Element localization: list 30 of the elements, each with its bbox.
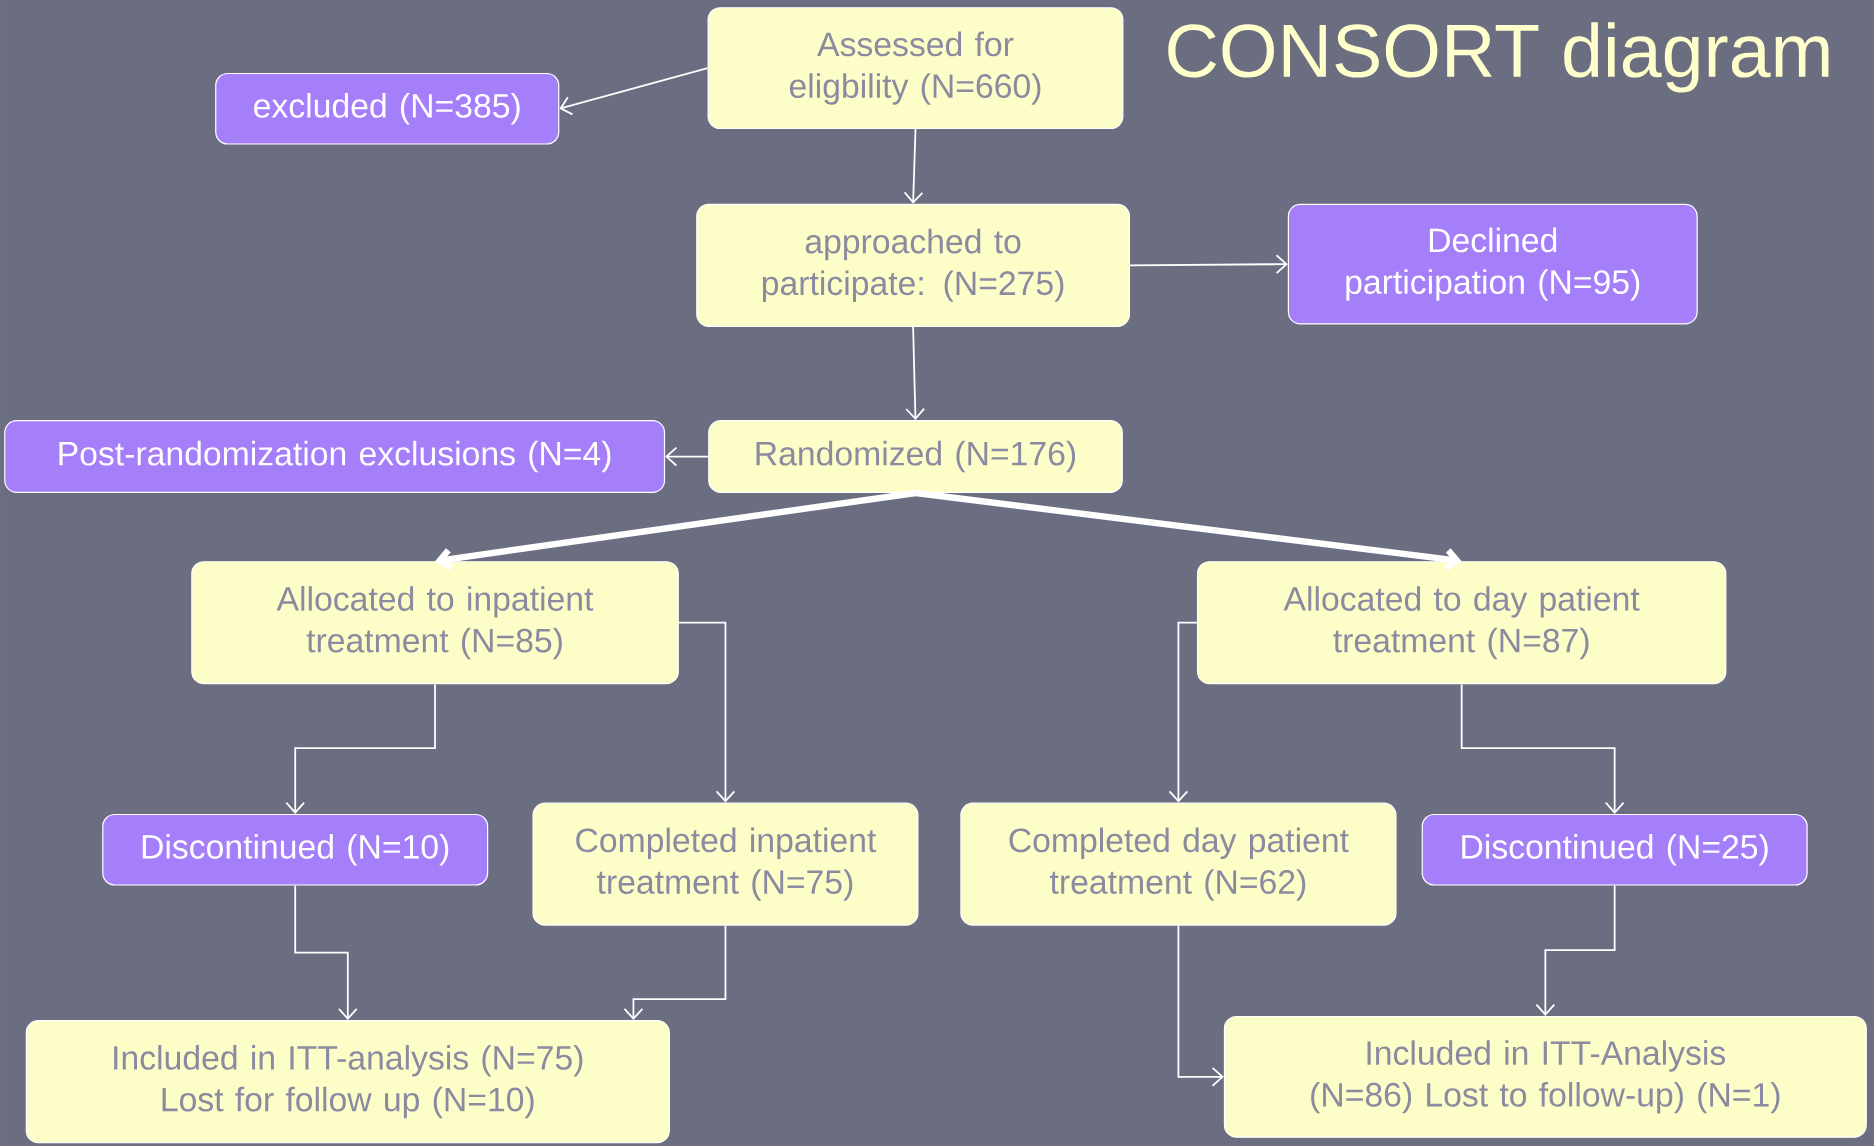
exclusion-box: Discontinued (N=10) (102, 813, 489, 886)
arrow (559, 67, 709, 116)
arrow (677, 621, 736, 803)
exclusion-box: Discontinued (N=25) (1421, 813, 1808, 886)
exclusion-box: excluded (N=385) (215, 72, 560, 145)
arrow (1129, 254, 1288, 274)
arrow (1460, 683, 1625, 814)
arrow (1535, 884, 1616, 1016)
step-box: approached to participate: (N=275) (696, 203, 1131, 327)
arrow (623, 924, 727, 1020)
step-box: Allocated to day patient treatment (N=87) (1196, 561, 1727, 685)
step-box: Completed day patient treatment (N=62) (960, 802, 1397, 926)
arrow (1168, 621, 1198, 803)
exclusion-box: Declined participation (N=95) (1287, 203, 1698, 325)
arrow (435, 489, 916, 571)
step-box: Allocated to inpatient treatment (N=85) (191, 561, 679, 685)
exclusion-box: Post-randomization exclusions (N=4) (4, 420, 666, 493)
step-box: Assessed for eligbility (N=660) (707, 7, 1124, 129)
arrow (903, 128, 924, 204)
title: CONSORT diagram (1168, 22, 1829, 93)
arrow (915, 489, 1462, 571)
step-box: Completed inpatient treatment (N=75) (532, 802, 919, 926)
arrow (1177, 924, 1224, 1087)
arrow (285, 683, 436, 814)
arrow (294, 884, 358, 1020)
step-box: Randomized (N=176) (708, 420, 1123, 493)
step-box: Included in ITT-Analysis (N=86) Lost to follow-up) (N=1) (1223, 1015, 1867, 1138)
arrow (905, 325, 926, 421)
step-box: Included in ITT-analysis (N=75) Lost for follow up (N=10) (25, 1020, 670, 1144)
arrow (665, 446, 710, 467)
